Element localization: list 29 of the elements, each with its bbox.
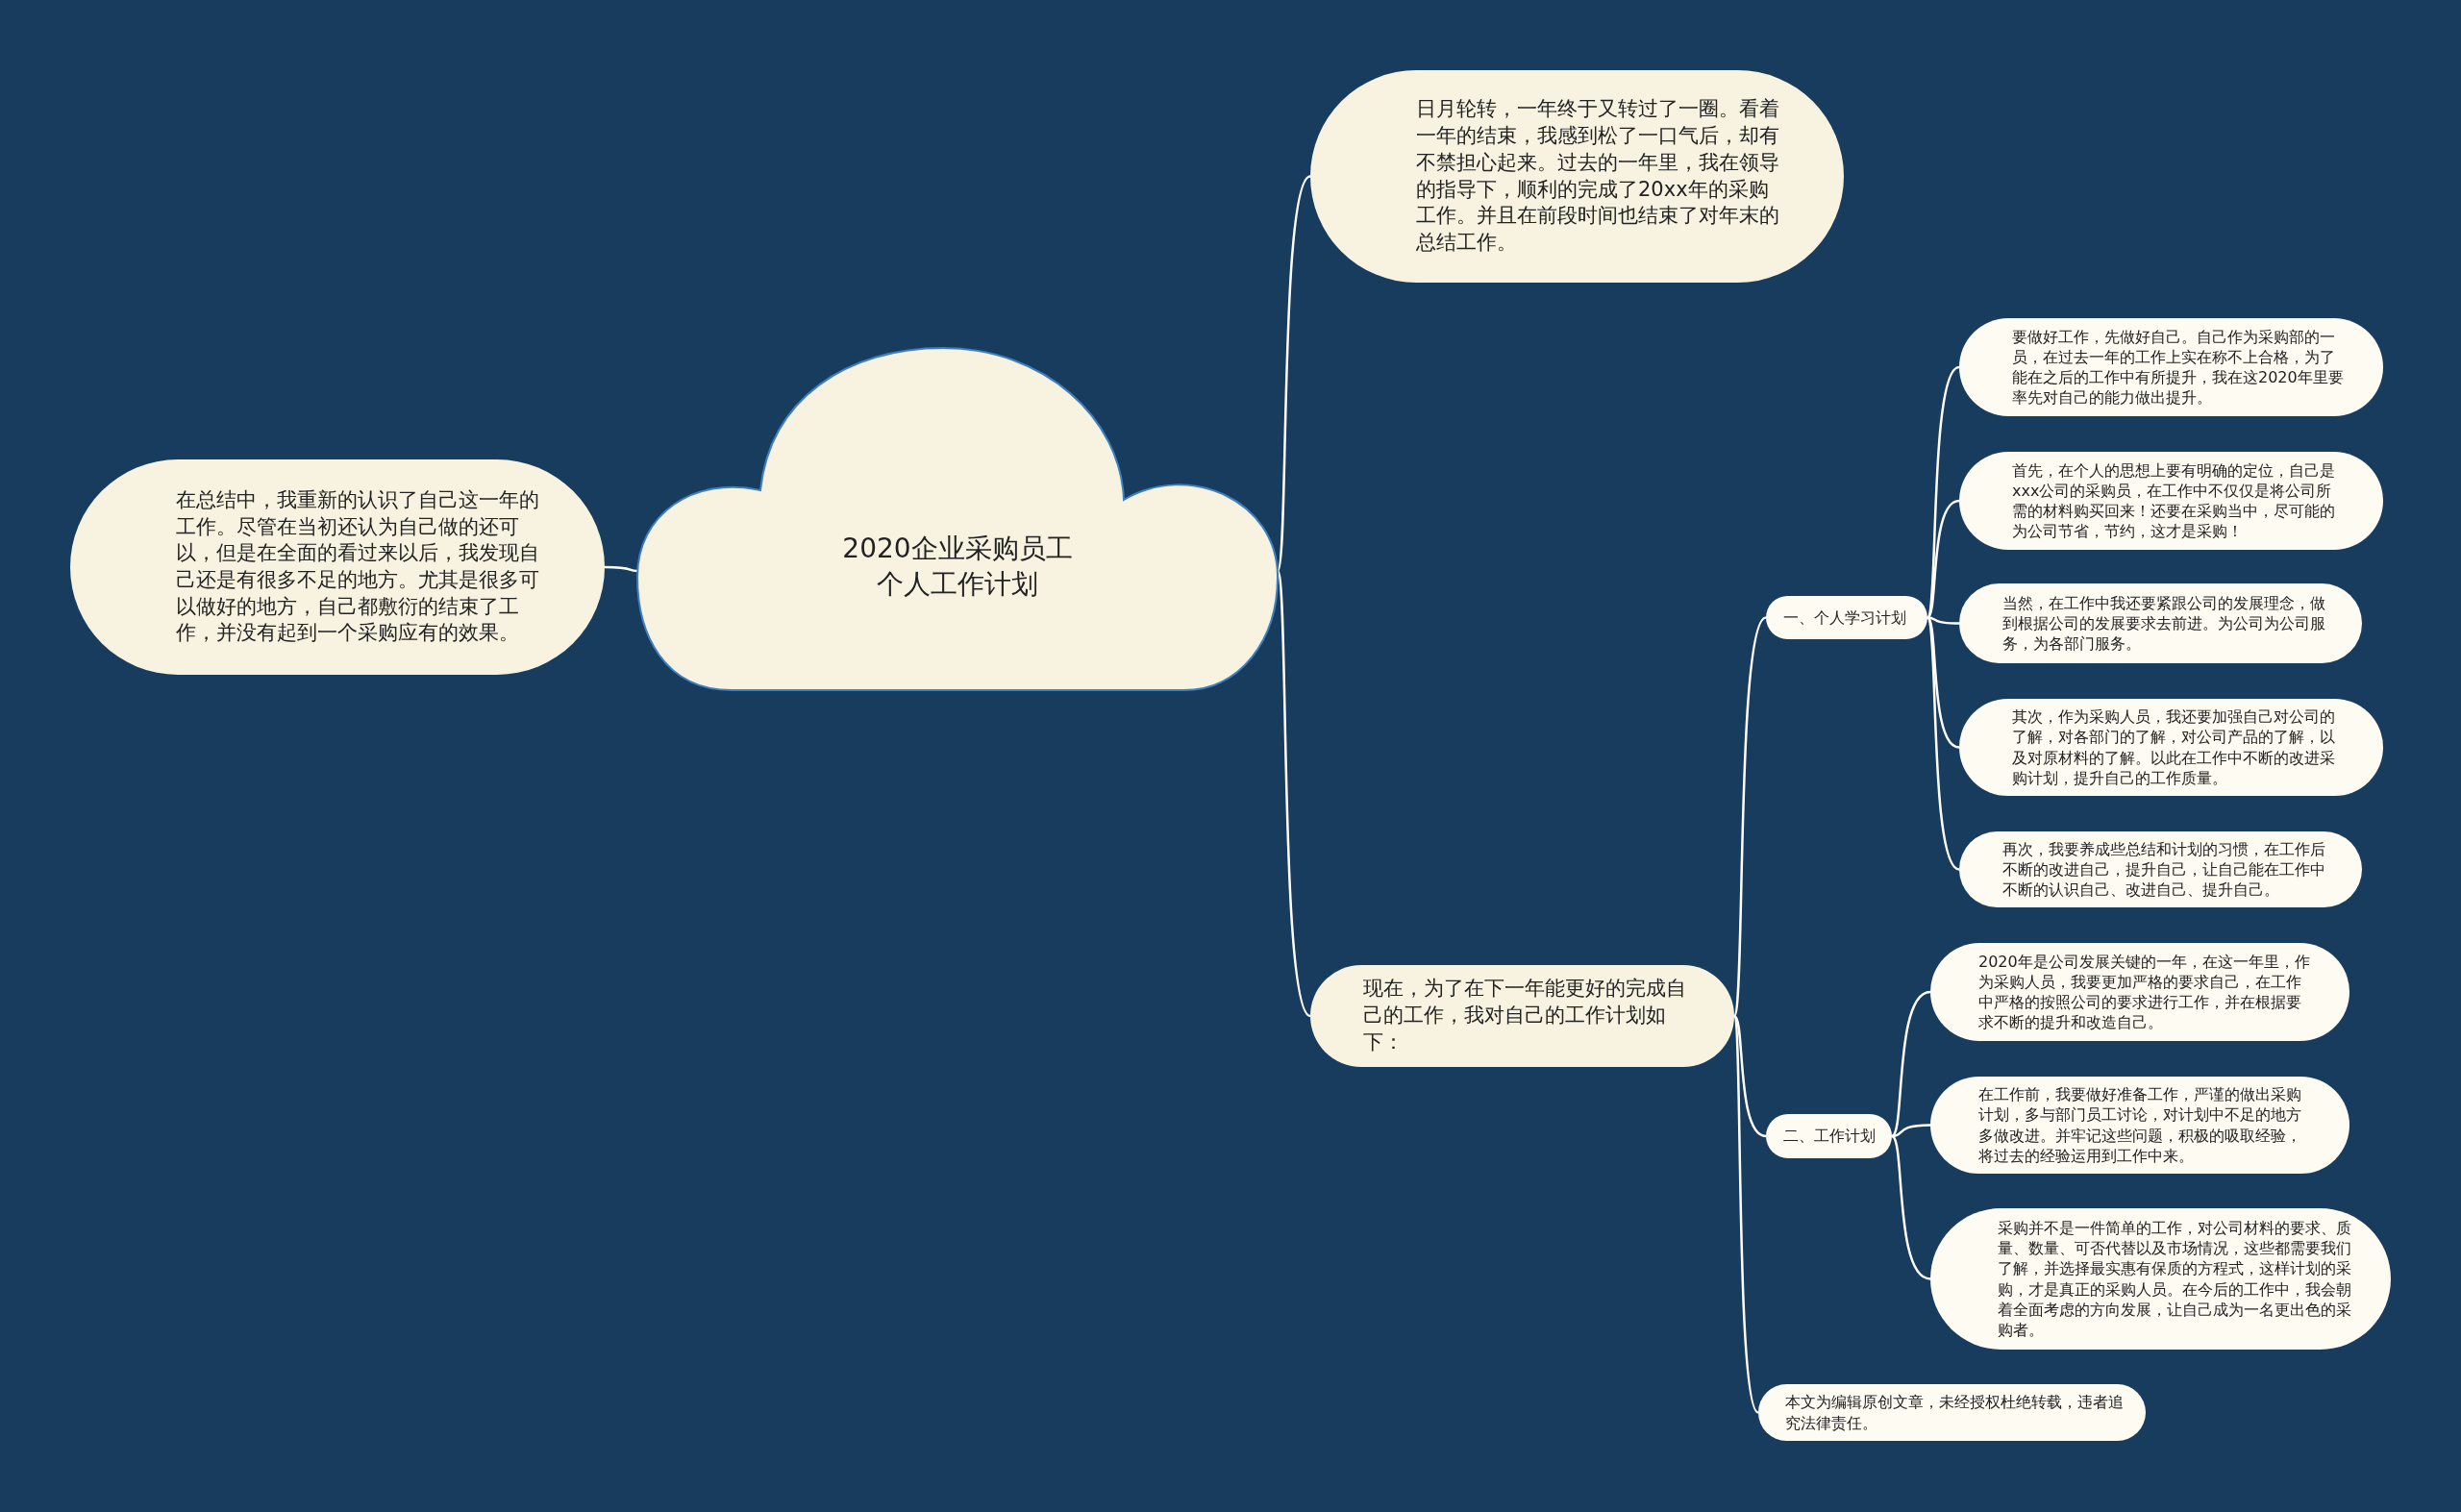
connector-line — [605, 565, 638, 573]
central-topic-text: 2020企业采购员工个人工作计划 — [841, 532, 1074, 602]
connector-line — [1891, 990, 1931, 1137]
bubble-text: 采购并不是一件简单的工作，对公司材料的要求、质量、数量、可否代替以及市场情况，这些都需要我们了解，并选择最实惠有保质的方程式，这样计划的采购，才是真正的采购人员。在今后的工作中，我会朝着全面考虑的方向发展，让自己成为一名更出色的采购者。 — [1998, 1218, 2352, 1340]
bubble-text: 2020年是公司发展关键的一年，在这一年里，作为采购人员，我要更加严格的要求自己，在工作中严格的按照公司的要求进行工作，并在根据要求不断的提升和改造自己。 — [1978, 951, 2311, 1033]
connector-line — [1891, 1135, 1931, 1280]
connector-line — [1276, 175, 1311, 572]
bubble-text: 一、个人学习计划 — [1783, 607, 1906, 629]
bubble-text: 在工作前，我要做好准备工作，严谨的做出采购计划，多与部门员工讨论，对计划中不足的地方多做改进。并牢记这些问题，积极的吸取经验，将过去的经验运用到工作中来。 — [1978, 1084, 2302, 1166]
bubble-text: 当然，在工作中我还要紧跟公司的发展理念，做到根据公司的发展要求去前进。为公司为公司服务，为各部门服务。 — [2002, 592, 2326, 655]
connector-line — [1732, 1015, 1760, 1414]
branch-bubble — [1766, 1114, 1892, 1158]
connector-line — [1733, 1015, 1767, 1138]
branch-bubble — [1766, 596, 1927, 639]
bubble-text: 本文为编辑原创文章，未经授权杜绝转载，违者追究法律责任。 — [1785, 1392, 2125, 1433]
bubble-text: 其次，作为采购人员，我还要加强自己对公司的了解，对各部门的了解，对公司产品的了解，以及对原材料的了解。以此在工作中不断的改进采购计划，提升自己的工作质量。 — [2012, 706, 2336, 788]
bubble-text: 再次，我要养成些总结和计划的习惯，在工作后不断的改进自己，提升自己，让自己能在工作中不断的认识自己、改进自己、提升自己。 — [2002, 838, 2326, 901]
connector-line — [1927, 616, 1960, 749]
bubble-text: 首先，在个人的思想上要有明确的定位，自己是xxx公司的采购员，在工作中不仅仅是将公司所需的材料购买回来！还要在采购当中，尽可能的为公司节省，节约，这才是采购！ — [2012, 459, 2336, 542]
connector-line — [1891, 1124, 1931, 1138]
topic-bubble — [1310, 965, 1734, 1067]
connector-line — [1732, 616, 1767, 1017]
connector-line — [1927, 499, 1960, 619]
bubble-text: 日月轮转，一年终于又转过了一圈。看着一年的结束，我感到松了一口气后，却有不禁担心起来。过去的一年里，我在领导的指导下，顺利的完成了20xx年的采购工作。并且在前段时间也结束了对年末的总结工作。 — [1416, 96, 1780, 256]
bubble-text: 二、工作计划 — [1783, 1126, 1876, 1147]
bubble-text: 要做好工作，先做好自己。自己作为采购部的一员，在过去一年的工作上实在称不上合格，为了能在之后的工作中有所提升，我在这2020年里要率先对自己的能力做出提升。 — [2012, 326, 2345, 409]
connector-line — [1927, 616, 1960, 625]
bubble-text: 现在，为了在下一年能更好的完成自己的工作，我对自己的工作计划如下： — [1363, 976, 1687, 1055]
bubble-text: 在总结中，我重新的认识了自己这一年的工作。尽管在当初还认为自己做的还可以，但是在全面的看过来以后，我发现自己还是有很多不足的地方。尤其是很多可以做好的地方，自己都敷衍的结束了工作，并没有起到一个采购应有的效果。 — [176, 486, 540, 647]
